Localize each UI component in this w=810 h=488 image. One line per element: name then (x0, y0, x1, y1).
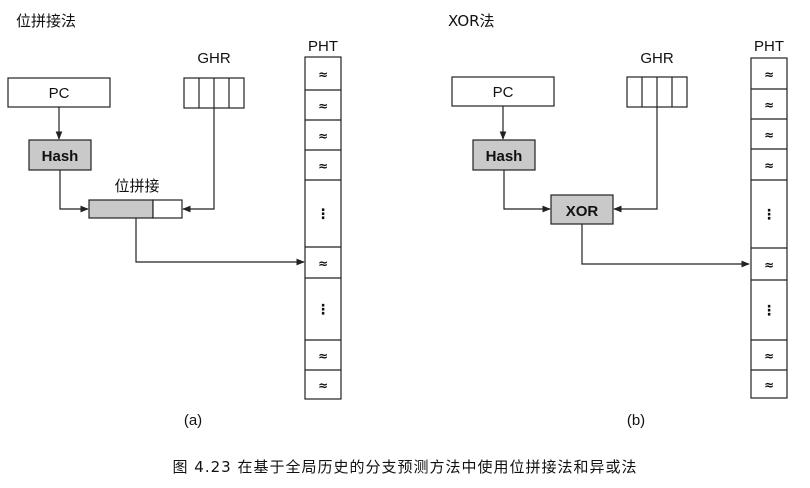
pht-gap-ellipsis: ⋮ (316, 302, 330, 318)
arrow-hash-to-concat-a (59, 170, 89, 213)
pht-counter-cell: ≈ (764, 258, 774, 272)
arrow-ghr-to-xor-b (613, 107, 658, 213)
pc-label-a: PC (49, 85, 70, 102)
pht-counter-cell: ≈ (318, 379, 328, 393)
arrow-xor-to-pht-b (581, 224, 750, 268)
panel-b: XOR法 PC GHR Hash XOR PHT (448, 12, 788, 429)
pht-table-a: ≈ ≈ ≈ ≈ ⋮ ≈ ⋮ ≈ ≈ (304, 56, 342, 400)
hash-box-a: Hash (28, 139, 92, 171)
pht-counter-cell: ≈ (318, 349, 328, 363)
pht-gap-ellipsis: ⋮ (316, 207, 330, 223)
pht-counter-cell: ≈ (318, 159, 328, 173)
pht-counter-cell: ≈ (318, 99, 328, 113)
xor-box-b: XOR (550, 194, 614, 225)
ghr-register-b (626, 76, 688, 108)
pc-label-b: PC (493, 84, 514, 101)
figure-caption: 图 4.23 在基于全局历史的分支预测方法中使用位拼接法和异或法 (173, 458, 638, 476)
arrow-hash-to-xor-b (503, 170, 551, 213)
pc-box-b: PC (451, 76, 555, 107)
pht-counter-cell: ≈ (764, 378, 774, 392)
subcaption-b: (b) (627, 412, 645, 429)
pht-counter-cell: ≈ (764, 68, 774, 82)
pht-counter-cell: ≈ (318, 68, 328, 82)
panel-b-title: XOR法 (448, 12, 495, 30)
concat-label-a: 位拼接 (114, 177, 159, 195)
hash-label-b: Hash (486, 148, 523, 165)
pht-table-b: ≈ ≈ ≈ ≈ ⋮ ≈ ⋮ ≈ ≈ (750, 57, 788, 399)
pht-gap-ellipsis: ⋮ (762, 303, 776, 319)
pht-counter-cell: ≈ (764, 128, 774, 142)
pht-counter-cell: ≈ (764, 98, 774, 112)
pht-gap-ellipsis: ⋮ (762, 207, 776, 223)
hash-label-a: Hash (42, 148, 79, 165)
panel-a: 位拼接法 PC GHR Hash 位拼接 PHT (7, 12, 342, 429)
pc-box-a: PC (7, 77, 111, 108)
ghr-label-a: GHR (197, 50, 231, 67)
ghr-register-a (183, 77, 245, 109)
arrow-concat-to-pht-a (135, 218, 305, 266)
pht-label-b: PHT (754, 38, 784, 55)
subcaption-a: (a) (184, 412, 202, 429)
ghr-label-b: GHR (640, 50, 674, 67)
pht-counter-cell: ≈ (318, 129, 328, 143)
pht-label-a: PHT (308, 38, 338, 55)
panel-a-title: 位拼接法 (16, 12, 76, 30)
arrow-ghr-to-concat-a (182, 108, 215, 213)
pht-counter-cell: ≈ (764, 159, 774, 173)
concat-box-a (88, 199, 183, 219)
pht-counter-cell: ≈ (764, 349, 774, 363)
hash-box-b: Hash (472, 139, 536, 171)
pht-counter-cell: ≈ (318, 257, 328, 271)
xor-label-b: XOR (566, 203, 599, 220)
